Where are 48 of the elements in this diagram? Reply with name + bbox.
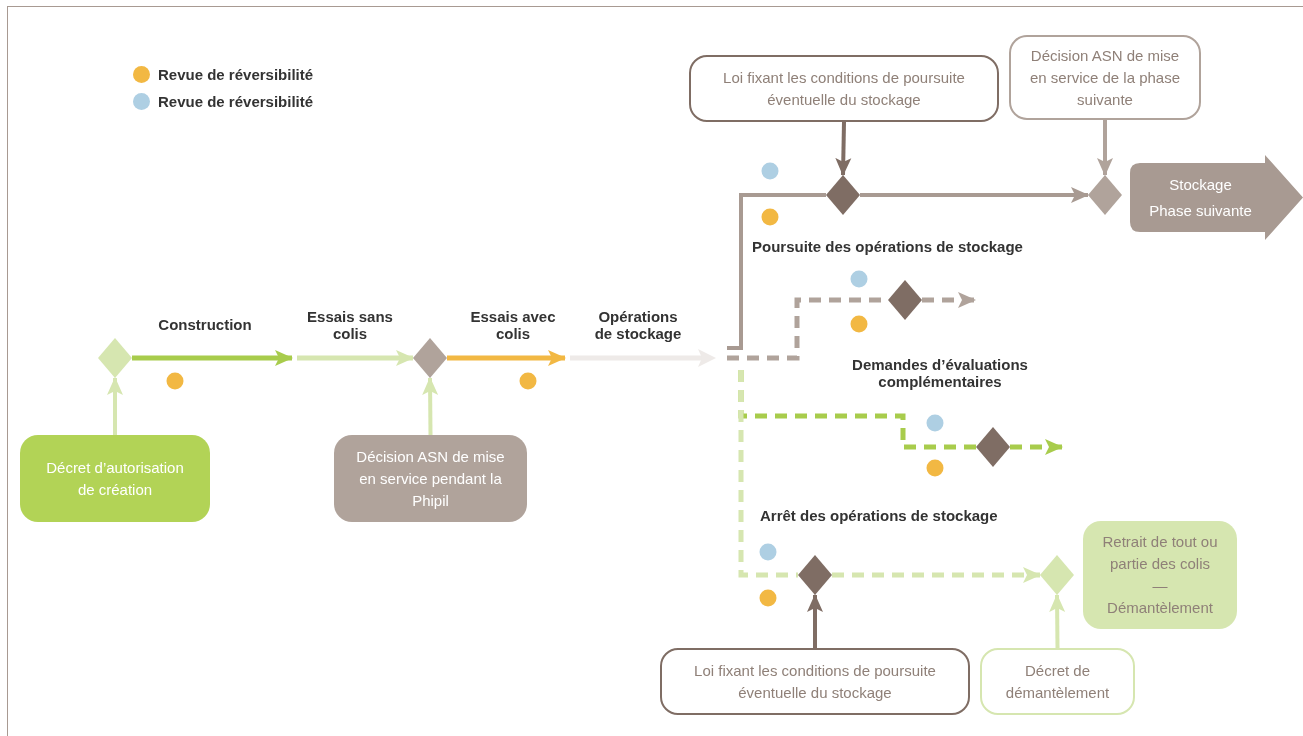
- arrow: [807, 594, 823, 648]
- decision-diamond: [826, 175, 860, 215]
- arrow: [422, 377, 439, 435]
- decision-diamond: [888, 280, 922, 320]
- arrow: [132, 350, 293, 366]
- dashed-arrow: [922, 292, 976, 308]
- box-text: Retrait de tout ou partie des colis: [1101, 532, 1219, 574]
- law-box: [689, 55, 999, 122]
- decree-box: [20, 435, 210, 522]
- branch-label: Demandes d’évaluations complémentaires: [851, 356, 1029, 390]
- box-text: Décision ASN de mise en service de la phase suivante: [1028, 45, 1182, 110]
- law-box: [660, 648, 970, 715]
- decision-diamond: [976, 427, 1010, 467]
- outcome-box: [1083, 521, 1237, 629]
- box-text: Décret de démantèlement: [1004, 660, 1111, 703]
- box-text: Décret d’autorisation de création: [45, 457, 185, 500]
- arrow: [1049, 594, 1066, 649]
- box-text: Décision ASN de mise en service pendant la Phipil: [355, 446, 506, 511]
- arrow: [835, 121, 852, 176]
- branch-label: Poursuite des opérations de stockage: [752, 238, 1023, 255]
- box-text: Démantèlement: [1107, 598, 1213, 618]
- decision-box: [1009, 35, 1201, 120]
- edge-label: Essais sans colis: [306, 308, 394, 342]
- decision-box: [334, 435, 527, 522]
- box-text: Phase suivante: [1149, 200, 1252, 221]
- decision-diamond: [1040, 555, 1074, 595]
- arrow: [1097, 120, 1113, 176]
- arrow: [107, 377, 123, 435]
- decision-diamond: [413, 338, 447, 378]
- dashed-arrow: [1010, 439, 1063, 455]
- arrow: [860, 187, 1089, 203]
- decision-diamond: [798, 555, 832, 595]
- box-text: —: [1152, 576, 1168, 596]
- decision-diamond: [1088, 175, 1122, 215]
- legend-text: Revue de réversibilité: [158, 66, 314, 83]
- decision-diamond: [98, 338, 132, 378]
- edge-label: Construction: [157, 316, 253, 333]
- branch-label: Opérations de stockage: [593, 308, 683, 342]
- branch-label: Arrêt des opérations de stockage: [760, 507, 998, 524]
- box-text: Loi fixant les conditions de poursuite éventuelle du stockage: [722, 67, 966, 110]
- legend-text: Revue de réversibilité: [158, 93, 314, 110]
- edge-label: Essais avec colis: [469, 308, 557, 342]
- decree-box: [980, 648, 1135, 715]
- dashed-arrow: [832, 567, 1041, 583]
- box-text: Stockage: [1169, 174, 1232, 195]
- box-text: Loi fixant les conditions de poursuite éventuelle du stockage: [693, 660, 937, 703]
- arrow: [447, 350, 566, 366]
- arrow: [297, 350, 414, 366]
